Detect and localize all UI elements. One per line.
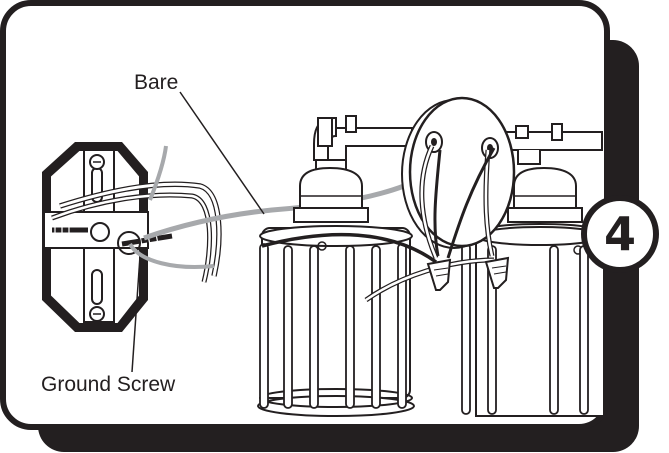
bare-wire-loop (128, 242, 215, 269)
cage-lamp-icon (257, 115, 415, 417)
step-badge (581, 195, 659, 273)
mounting-bracket-icon (42, 142, 149, 332)
fixture-wire-left-black (433, 149, 442, 257)
step-number: 4 (603, 207, 636, 261)
wire-nut-icon (426, 258, 452, 291)
incoming-black-wire (261, 232, 438, 264)
wire-nut-icon (484, 256, 510, 289)
bare-wire-label: Bare (134, 71, 179, 94)
ground-screw-leader (131, 255, 141, 373)
ground-screw-label: Ground Screw (41, 373, 176, 396)
fixture-wire-right-black (446, 147, 496, 259)
bare-leader (179, 91, 265, 215)
